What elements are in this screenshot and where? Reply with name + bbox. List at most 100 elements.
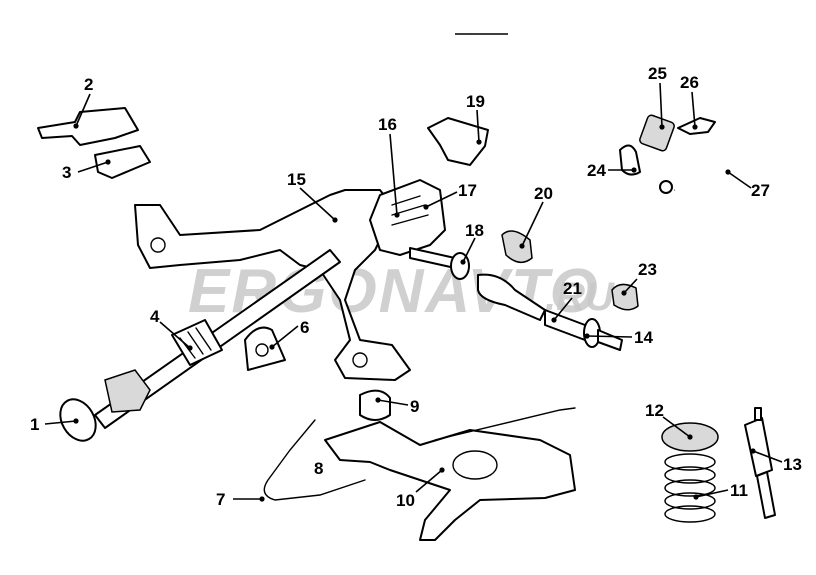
callout-26: 26 (680, 73, 699, 130)
callout-6: 6 (269, 318, 309, 350)
leader-dot (693, 494, 699, 500)
callout-21: 21 (551, 279, 582, 323)
callout-label: 1 (30, 415, 39, 434)
leader-line (75, 93, 91, 127)
callout-27: 27 (725, 169, 770, 200)
anti-roll-bar-end (659, 180, 673, 194)
callout-label: 3 (62, 163, 71, 182)
callout-label: 27 (751, 181, 770, 200)
leader-line (271, 325, 299, 348)
leader-dot (631, 167, 637, 173)
callout-4: 4 (150, 307, 193, 351)
callout-label: 6 (300, 318, 309, 337)
leader-dot (439, 467, 445, 473)
differential-housing (369, 179, 446, 256)
drive-shaft-boot (477, 273, 546, 321)
leader-dot (584, 333, 590, 339)
callout-2: 2 (73, 75, 93, 129)
callout-label: 21 (563, 279, 582, 298)
rear-trailing-arm (324, 421, 576, 541)
callout-label: 26 (680, 73, 699, 92)
leader-line (752, 450, 783, 463)
leader-line (476, 109, 480, 143)
callout-12: 12 (645, 401, 693, 440)
callout-label: 9 (410, 397, 419, 416)
callout-label: 20 (534, 184, 553, 203)
callout-label: 14 (634, 328, 653, 347)
coil-spring (664, 453, 716, 523)
leader-line (623, 278, 638, 294)
leader-line (44, 420, 77, 425)
callout-16: 16 (378, 115, 400, 218)
callout-8: 8 (314, 459, 323, 478)
rear-subframe (134, 189, 411, 381)
callout-label: 13 (783, 455, 802, 474)
leader-line (77, 161, 109, 173)
outer-cv-boot (611, 283, 639, 311)
callout-label: 18 (465, 221, 484, 240)
leader-dot (519, 243, 525, 249)
leader-dot (460, 259, 466, 265)
leader-dot (394, 212, 400, 218)
leader-dot (725, 169, 731, 175)
callout-label: 11 (730, 481, 748, 500)
propshaft-coupling (104, 369, 151, 413)
callout-15: 15 (287, 170, 338, 223)
callout-label: 24 (587, 161, 606, 180)
callout-19: 19 (466, 92, 485, 145)
leader-dot (621, 290, 627, 296)
callout-label: 10 (396, 491, 415, 510)
leader-line (425, 191, 458, 208)
leader-line (659, 82, 663, 128)
leader-line (462, 237, 476, 263)
leader-dot (259, 496, 265, 502)
leader-line (521, 201, 544, 247)
callout-3: 3 (62, 159, 111, 182)
center-bearing-support (244, 326, 286, 371)
callout-14: 14 (584, 328, 653, 347)
handbrake-lever (37, 107, 139, 146)
cv-boot (501, 230, 533, 264)
callout-23: 23 (621, 260, 657, 296)
anti-roll-bar-bushing (639, 114, 675, 152)
shock-absorber (744, 417, 773, 477)
callout-13: 13 (750, 448, 802, 474)
callout-label: 2 (84, 75, 93, 94)
callout-17: 17 (423, 181, 477, 210)
callout-24: 24 (587, 161, 637, 180)
leader-line (586, 335, 633, 338)
callout-label: 16 (378, 115, 397, 134)
leader-dot (476, 139, 482, 145)
callout-20: 20 (519, 184, 553, 249)
leader-line (695, 489, 729, 498)
callout-label: 25 (648, 64, 667, 83)
leader-dot (187, 345, 193, 351)
callout-1: 1 (30, 415, 79, 434)
anti-roll-bar-link (619, 144, 641, 176)
leader-dot (750, 448, 756, 454)
leader-dot (687, 434, 693, 440)
callout-label: 23 (638, 260, 657, 279)
leader-dot (73, 123, 79, 129)
propshaft (94, 249, 341, 429)
callout-9: 9 (375, 397, 419, 416)
callout-label: 4 (150, 307, 160, 326)
rubber-bump-stop (359, 389, 391, 421)
leader-dot (692, 124, 698, 130)
leader-line (553, 297, 573, 321)
callout-11: 11 (693, 481, 748, 500)
leader-line (377, 399, 409, 406)
handbrake-mount (94, 145, 151, 179)
leader-dot (269, 344, 275, 350)
leader-line (662, 416, 691, 438)
callout-7: 7 (216, 490, 265, 509)
callout-label: 12 (645, 401, 664, 420)
leader-dot (375, 397, 381, 403)
callout-10: 10 (396, 467, 445, 510)
callout-label: 7 (216, 490, 225, 509)
leader-line (691, 91, 696, 128)
leader-line (727, 171, 752, 189)
differential-mount (427, 117, 489, 166)
